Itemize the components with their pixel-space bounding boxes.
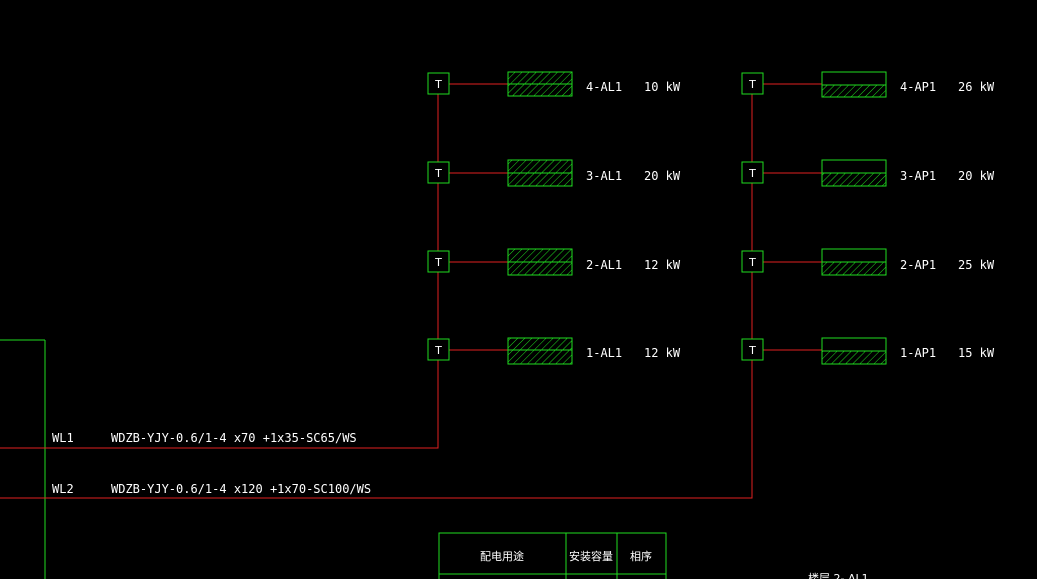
feeder-wl2-cable: WDZB-YJY-0.6/1-4 x120 +1x70-SC100/WS xyxy=(111,482,371,496)
distribution-box-icon xyxy=(507,337,573,365)
table-header-capacity: 安装容量 xyxy=(569,549,613,563)
tee-box-icon xyxy=(427,161,450,184)
tee-box-icon xyxy=(741,161,764,184)
row-label: 2-AP1 xyxy=(900,258,936,272)
row-power: 20 kW xyxy=(644,169,681,183)
row-power: 25 kW xyxy=(958,258,995,272)
feeder-wl1-cable: WDZB-YJY-0.6/1-4 x70 +1x35-SC65/WS xyxy=(111,431,357,445)
tee-glyph: T xyxy=(748,78,756,91)
table-header-usage: 配电用途 xyxy=(480,549,524,563)
tee-glyph: T xyxy=(434,256,442,269)
feeder-wl1-wire xyxy=(0,83,439,449)
row-label: 1-AL1 xyxy=(586,346,622,360)
row-label: 4-AL1 xyxy=(586,80,622,94)
feeder-wl2-id: WL2 xyxy=(52,482,74,496)
tee-glyph: T xyxy=(434,344,442,357)
row-power: 26 kW xyxy=(958,80,995,94)
row-label: 3-AL1 xyxy=(586,169,622,183)
feeder-wl2-wire xyxy=(0,83,753,499)
tee-box-icon xyxy=(427,72,450,95)
legend-table: 配电用途 安装容量 相序 xyxy=(438,532,667,579)
tee-glyph: T xyxy=(748,256,756,269)
row-label: 1-AP1 xyxy=(900,346,936,360)
left-panel-border xyxy=(0,339,46,579)
right-row-4: T 4-AP1 26 kW xyxy=(741,71,995,98)
tee-box-icon xyxy=(741,338,764,361)
tee-box-icon xyxy=(427,338,450,361)
tee-glyph: T xyxy=(748,344,756,357)
left-row-3: T 3-AL1 20 kW xyxy=(427,159,681,187)
tee-glyph: T xyxy=(434,167,442,180)
table-header-phase: 相序 xyxy=(630,549,652,563)
row-label: 2-AL1 xyxy=(586,258,622,272)
right-row-2: T 2-AP1 25 kW xyxy=(741,248,995,276)
row-power: 12 kW xyxy=(644,346,681,360)
right-row-3: T 3-AP1 20 kW xyxy=(741,159,995,187)
left-row-4: T 4-AL1 10 kW xyxy=(427,71,681,97)
tee-glyph: T xyxy=(434,78,442,91)
row-label: 4-AP1 xyxy=(900,80,936,94)
row-power: 15 kW xyxy=(958,346,995,360)
row-label: 3-AP1 xyxy=(900,169,936,183)
right-row-1: T 1-AP1 15 kW xyxy=(741,337,995,365)
corner-note: 楼层 2- AL1 xyxy=(808,571,869,579)
tee-box-icon xyxy=(427,250,450,273)
feeder-wl1-id: WL1 xyxy=(52,431,74,445)
tee-box-icon xyxy=(741,250,764,273)
row-power: 20 kW xyxy=(958,169,995,183)
row-power: 12 kW xyxy=(644,258,681,272)
tee-box-icon xyxy=(741,72,764,95)
row-power: 10 kW xyxy=(644,80,681,94)
left-row-2: T 2-AL1 12 kW xyxy=(427,248,681,276)
tee-glyph: T xyxy=(748,167,756,180)
left-row-1: T 1-AL1 12 kW xyxy=(427,337,681,365)
